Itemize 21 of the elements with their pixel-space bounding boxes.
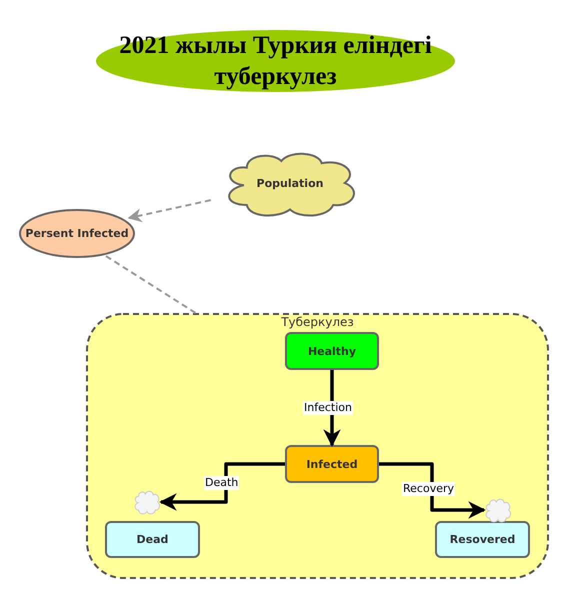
node-label: Healthy [308, 344, 356, 358]
state-box [105, 521, 200, 558]
arrow [159, 462, 285, 511]
arrow [379, 462, 486, 519]
state-box [285, 445, 379, 483]
node-label: Persent Infected [25, 227, 129, 240]
node-label: Infected [306, 458, 358, 470]
edge-label: Infection [303, 401, 353, 415]
edge-label: Recovery [402, 482, 456, 496]
edge-label: Death [204, 476, 240, 490]
title: 2021 жылы Туркия еліндегі туберкулез [118, 30, 433, 92]
state-box [435, 521, 530, 558]
arrow [128, 199, 212, 222]
node-label: Resovered [450, 533, 516, 546]
connector-line [105, 255, 198, 315]
group-container [87, 314, 548, 578]
node-label: Population [256, 176, 324, 190]
state-box [285, 332, 379, 370]
node-label: Dead [136, 533, 168, 546]
ellipse-node [20, 210, 134, 257]
group-title: Туберкулез [280, 315, 355, 329]
